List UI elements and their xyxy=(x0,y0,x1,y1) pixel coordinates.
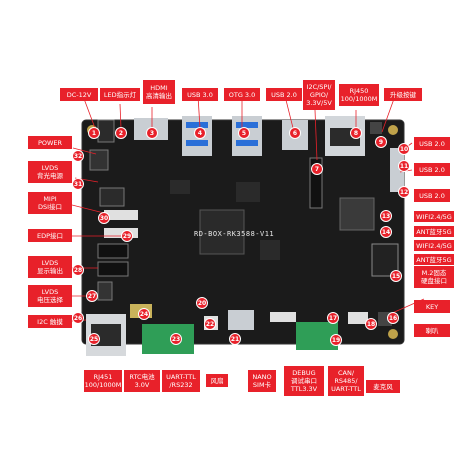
callout-ant1: ANT蓝牙5G xyxy=(414,226,454,237)
callout-mic: 喇叭 xyxy=(414,324,450,337)
callout-dc12v: DC-12V xyxy=(60,88,98,101)
badge-26: 26 xyxy=(72,312,84,324)
badge-1: 1 xyxy=(88,127,100,139)
badge-2: 2 xyxy=(115,127,127,139)
badge-14: 14 xyxy=(380,226,392,238)
callout-led: LED指示灯 xyxy=(100,88,140,101)
callout-power: POWER xyxy=(28,136,72,149)
callout-upgrade: 升级按键 xyxy=(384,88,422,101)
callout-lvds-output: LVDS 显示输出 xyxy=(28,256,72,278)
uart-terminal xyxy=(142,324,194,354)
callout-otg30: OTG 3.0 xyxy=(224,88,260,101)
badge-32: 32 xyxy=(72,150,84,162)
badge-10: 10 xyxy=(398,143,410,155)
callout-i2c-touch: I2C 触摸 xyxy=(28,315,72,328)
badge-12: 12 xyxy=(398,186,410,198)
callout-rtc: RTC电池 3.0V xyxy=(124,370,160,392)
badge-8: 8 xyxy=(350,127,362,139)
callout-fan: 风扇 xyxy=(206,374,228,387)
sim-slot xyxy=(228,310,254,330)
callout-usb20-r2: USB 2.0 xyxy=(414,163,450,176)
callout-nano-sim: NANO SIM卡 xyxy=(248,370,276,392)
badge-18: 18 xyxy=(365,318,377,330)
callout-hdmi: HDMI 高清输出 xyxy=(143,80,175,104)
callout-i2c-gpio: I2C/SPI/ GPIO/ 3.3V/5V xyxy=(303,80,335,110)
callout-m2: M.2固态 硬盘接口 xyxy=(414,266,454,288)
badge-19: 19 xyxy=(330,334,342,346)
callout-usb20-r1: USB 2.0 xyxy=(414,137,450,150)
badge-13: 13 xyxy=(380,210,392,222)
badge-25: 25 xyxy=(88,333,100,345)
badge-30: 30 xyxy=(98,212,110,224)
badge-9: 9 xyxy=(375,136,387,148)
badge-29: 29 xyxy=(121,230,133,242)
badge-27: 27 xyxy=(86,290,98,302)
badge-4: 4 xyxy=(194,127,206,139)
callout-rj45-top: RJ450 100/1000M xyxy=(339,84,379,106)
badge-6: 6 xyxy=(289,127,301,139)
badge-28: 28 xyxy=(72,264,84,276)
callout-debug: DEBUG 调试串口 TTL3.3V xyxy=(284,366,324,396)
badge-21: 21 xyxy=(229,333,241,345)
callout-rj45-bottom: RJ451 100/1000M xyxy=(84,370,122,392)
badge-3: 3 xyxy=(146,127,158,139)
badge-11: 11 xyxy=(398,160,410,172)
debug-header xyxy=(270,312,296,322)
callout-usb20-top: USB 2.0 xyxy=(266,88,302,101)
board-silkscreen: RD-BOX-RK3588-V11 xyxy=(194,230,275,238)
wifi-module xyxy=(339,197,375,231)
badge-15: 15 xyxy=(390,270,402,282)
mipi-connector xyxy=(104,210,138,220)
badge-16: 16 xyxy=(387,312,399,324)
callout-edp: EDP接口 xyxy=(28,229,72,242)
badge-23: 23 xyxy=(170,333,182,345)
callout-uart: UART-TTL /RS232 xyxy=(162,370,200,392)
dc-jack xyxy=(97,119,115,143)
soc-chip xyxy=(199,209,245,255)
badge-20: 20 xyxy=(196,297,208,309)
callout-wifi2: WIFI2.4/5G xyxy=(414,240,454,251)
badge-31: 31 xyxy=(72,178,84,190)
callout-key: KEY xyxy=(414,300,450,313)
badge-24: 24 xyxy=(138,308,150,320)
badge-7: 7 xyxy=(311,163,323,175)
callout-can: CAN/ RS485/ UART-TTL xyxy=(328,366,364,396)
callout-wifi1: WIFI2.4/5G xyxy=(414,211,454,222)
callout-usb20-r3: USB 2.0 xyxy=(414,189,450,202)
callout-lvds-backlight: LVDS 背光电源 xyxy=(28,161,72,183)
badge-17: 17 xyxy=(327,312,339,324)
callout-ant2: ANT蓝牙5G xyxy=(414,254,454,265)
callout-speaker: 麦克风 xyxy=(366,380,400,393)
callout-usb30: USB 3.0 xyxy=(182,88,218,101)
badge-5: 5 xyxy=(238,127,250,139)
callout-lvds-voltage: LVDS 电压选择 xyxy=(28,285,72,307)
callout-mipi: MIPI DSI接口 xyxy=(28,192,72,214)
upgrade-button xyxy=(370,122,382,134)
badge-22: 22 xyxy=(204,318,216,330)
